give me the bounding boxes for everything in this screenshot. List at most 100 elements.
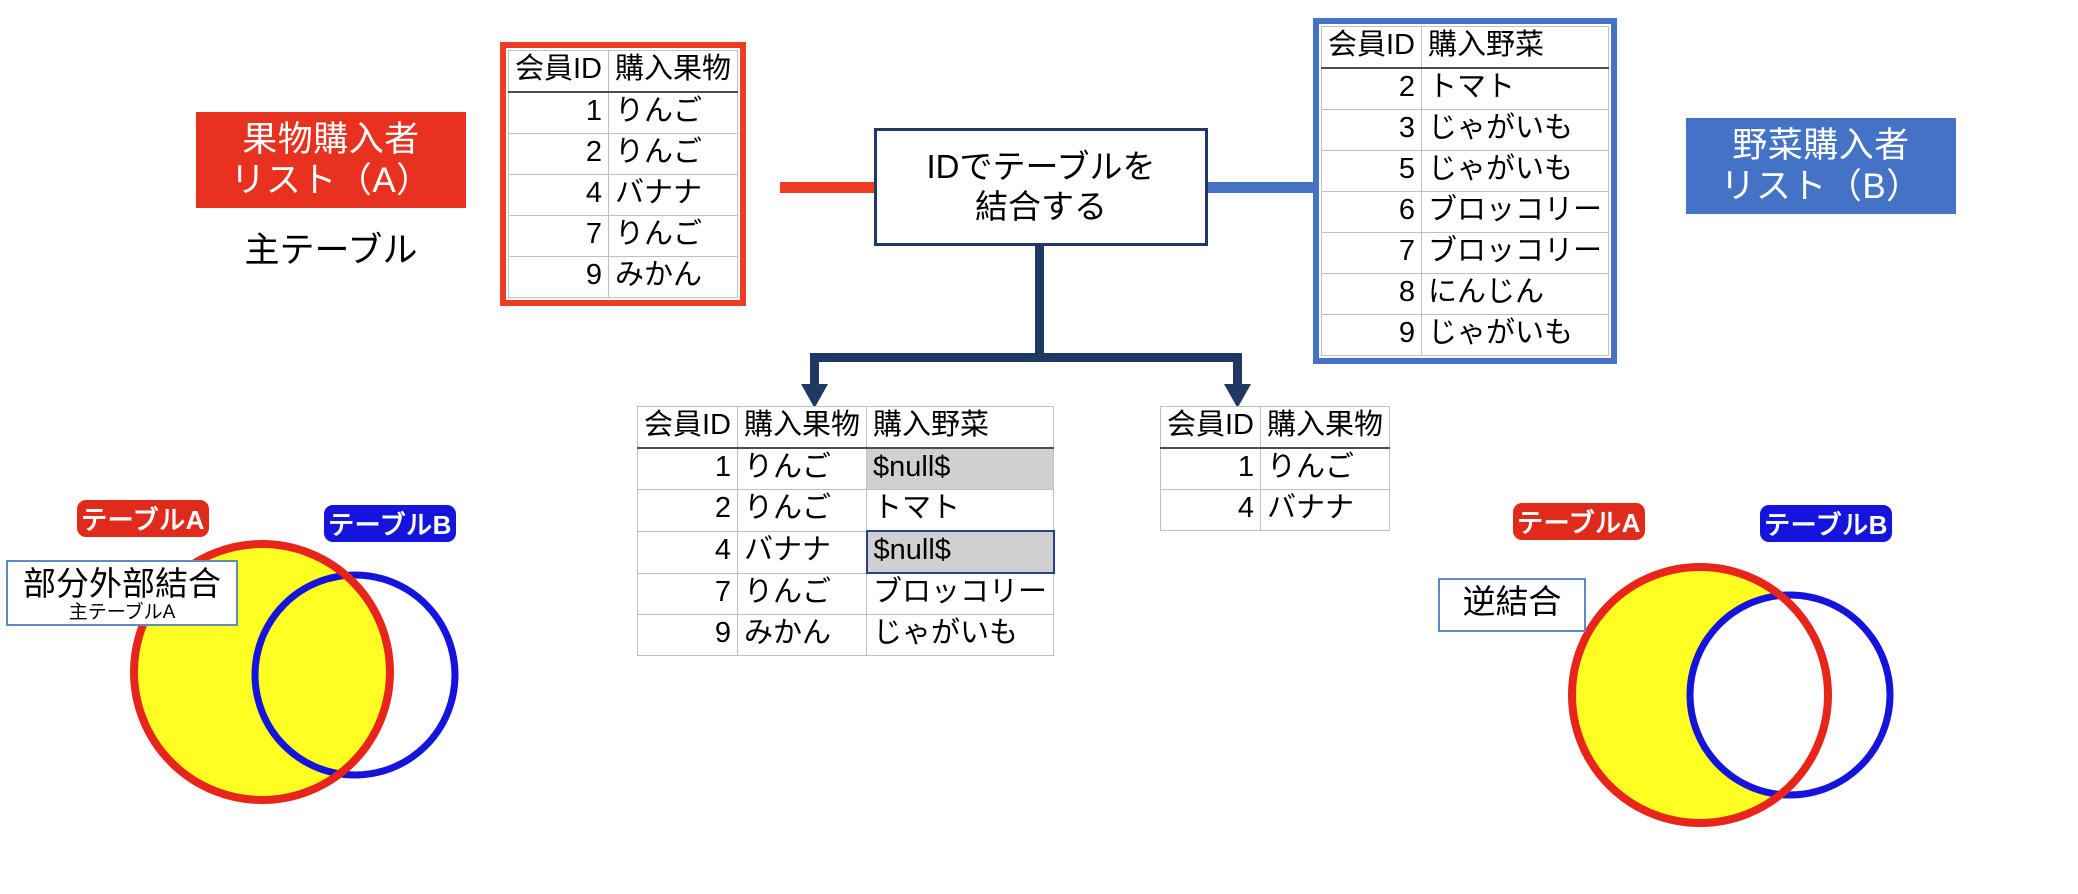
cell-member-id: 9 bbox=[507, 256, 610, 298]
column-header-member-id: 会員ID bbox=[636, 406, 739, 449]
vegetable-badge-line2: リスト（B） bbox=[1720, 167, 1922, 206]
table-row: 5 じゃがいも bbox=[1320, 150, 1610, 192]
table-row: 9 みかん じゃがいも bbox=[636, 614, 1055, 656]
column-header-fruit: 購入果物 bbox=[1260, 406, 1391, 449]
cell-vegetable: じゃがいも bbox=[1421, 150, 1610, 192]
cell-fruit: りんご bbox=[737, 572, 868, 615]
join-process-line2: 結合する bbox=[975, 188, 1107, 225]
cell-vegetable: じゃがいも bbox=[1421, 314, 1610, 356]
result-table-anti-join-wrap: 会員ID 購入果物 1 りんご 4 バナナ bbox=[1159, 406, 1391, 531]
connector-red-a-to-join bbox=[780, 182, 890, 193]
cell-vegetable: ブロッコリー bbox=[1421, 191, 1610, 233]
cell-vegetable: じゃがいも bbox=[1421, 109, 1610, 151]
cell-fruit: りんご bbox=[737, 489, 868, 532]
cell-fruit: バナナ bbox=[608, 174, 739, 216]
cell-fruit: バナナ bbox=[737, 530, 868, 574]
column-header-vegetable: 購入野菜 bbox=[1421, 26, 1610, 69]
venn-right-title-box: 逆結合 bbox=[1438, 578, 1586, 632]
fruit-sub-label: 主テーブル bbox=[244, 231, 418, 270]
venn-left-subtitle: 主テーブルA bbox=[68, 601, 176, 623]
venn-right-badge-table-b: テーブルB bbox=[1760, 505, 1892, 542]
table-row: 3 じゃがいも bbox=[1320, 109, 1610, 151]
cell-fruit: バナナ bbox=[1260, 489, 1391, 531]
table-row: 9 みかん bbox=[507, 256, 739, 298]
cell-member-id: 3 bbox=[1320, 109, 1423, 151]
table-row: 7 ブロッコリー bbox=[1320, 232, 1610, 274]
table-row: 1 りんご bbox=[1159, 447, 1391, 490]
table-row: 2 りんご トマト bbox=[636, 489, 1055, 532]
cell-fruit: みかん bbox=[737, 614, 868, 656]
cell-vegetable: じゃがいも bbox=[866, 614, 1055, 656]
column-header-vegetable: 購入野菜 bbox=[866, 406, 1055, 449]
source-table-vegetable-frame: 会員ID 購入野菜 2 トマト 3 じゃがいも 5 じゃがいも 6 bbox=[1313, 18, 1618, 364]
table-row: 7 りんご ブロッコリー bbox=[636, 572, 1055, 615]
column-header-member-id: 会員ID bbox=[1320, 26, 1423, 69]
fruit-badge-line2: リスト（A） bbox=[230, 161, 432, 200]
arrowhead-left-icon bbox=[801, 384, 828, 408]
connector-navy-left-branch bbox=[810, 353, 819, 386]
cell-vegetable: トマト bbox=[866, 489, 1055, 532]
cell-fruit: りんご bbox=[608, 133, 739, 175]
venn-left-badge-b-label: テーブルB bbox=[328, 510, 452, 540]
column-header-fruit: 購入果物 bbox=[737, 406, 868, 449]
cell-member-id: 8 bbox=[1320, 273, 1423, 315]
connector-navy-crossbar bbox=[810, 353, 1242, 362]
venn-right-badge-b-label: テーブルB bbox=[1764, 510, 1888, 540]
venn-right-title: 逆結合 bbox=[1462, 583, 1562, 620]
table-row: 2 トマト bbox=[1320, 67, 1610, 110]
cell-member-id: 9 bbox=[636, 614, 739, 656]
table-header-row: 会員ID 購入果物 bbox=[507, 50, 739, 93]
cell-member-id: 7 bbox=[636, 572, 739, 615]
cell-vegetable-null: $null$ bbox=[866, 447, 1055, 490]
column-header-member-id: 会員ID bbox=[507, 50, 610, 93]
column-header-member-id: 会員ID bbox=[1159, 406, 1262, 449]
table-row: 2 りんご bbox=[507, 133, 739, 175]
cell-vegetable-null-selected[interactable]: $null$ bbox=[865, 530, 1055, 574]
venn-left-title: 部分外部結合 bbox=[23, 565, 221, 602]
cell-vegetable: ブロッコリー bbox=[1421, 232, 1610, 274]
cell-member-id: 4 bbox=[636, 530, 739, 574]
column-header-fruit: 購入果物 bbox=[608, 50, 739, 93]
table-row: 4 バナナ $null$ bbox=[636, 530, 1055, 574]
table-row: 6 ブロッコリー bbox=[1320, 191, 1610, 233]
connector-blue-join-to-b bbox=[1207, 182, 1317, 193]
vegetable-badge-line1: 野菜購入者 bbox=[1732, 125, 1910, 165]
table-row: 4 バナナ bbox=[507, 174, 739, 216]
cell-member-id: 7 bbox=[1320, 232, 1423, 274]
vegetable-list-badge: 野菜購入者 リスト（B） bbox=[1686, 118, 1956, 214]
cell-fruit: みかん bbox=[608, 256, 739, 298]
result-table-outer-join: 会員ID 購入果物 購入野菜 1 りんご $null$ 2 りんご トマト 4 bbox=[636, 406, 1055, 656]
venn-left-badge-a-label: テーブルA bbox=[81, 505, 205, 535]
table-row: 8 にんじん bbox=[1320, 273, 1610, 315]
table-header-row: 会員ID 購入野菜 bbox=[1320, 26, 1610, 69]
result-table-anti-join: 会員ID 購入果物 1 りんご 4 バナナ bbox=[1159, 406, 1391, 531]
table-row: 1 りんご bbox=[507, 91, 739, 134]
cell-member-id: 9 bbox=[1320, 314, 1423, 356]
cell-fruit: りんご bbox=[737, 447, 868, 490]
join-process-box: IDでテーブルを 結合する bbox=[874, 128, 1208, 246]
source-table-fruit: 会員ID 購入果物 1 りんご 2 りんご 4 バナナ 7 bbox=[507, 50, 739, 298]
fruit-list-badge: 果物購入者 リスト（A） bbox=[196, 112, 466, 208]
table-row: 4 バナナ bbox=[1159, 489, 1391, 531]
cell-member-id: 1 bbox=[636, 447, 739, 490]
cell-vegetable: トマト bbox=[1421, 67, 1610, 110]
connector-navy-right-branch bbox=[1233, 353, 1242, 386]
table-row: 1 りんご $null$ bbox=[636, 447, 1055, 490]
table-header-row: 会員ID 購入果物 bbox=[1159, 406, 1391, 449]
result-table-outer-join-wrap: 会員ID 購入果物 購入野菜 1 りんご $null$ 2 りんご トマト 4 bbox=[636, 406, 1055, 656]
source-table-vegetable: 会員ID 購入野菜 2 トマト 3 じゃがいも 5 じゃがいも 6 bbox=[1320, 26, 1610, 356]
cell-member-id: 5 bbox=[1320, 150, 1423, 192]
cell-member-id: 7 bbox=[507, 215, 610, 257]
cell-fruit: りんご bbox=[608, 215, 739, 257]
venn-left-badge-table-b: テーブルB bbox=[324, 505, 456, 542]
cell-member-id: 6 bbox=[1320, 191, 1423, 233]
cell-member-id: 1 bbox=[1159, 447, 1262, 490]
cell-vegetable: ブロッコリー bbox=[866, 572, 1055, 615]
cell-member-id: 4 bbox=[1159, 489, 1262, 531]
join-process-line1: IDでテーブルを bbox=[926, 147, 1156, 185]
fruit-badge-line1: 果物購入者 bbox=[242, 119, 420, 159]
cell-member-id: 2 bbox=[1320, 67, 1423, 110]
cell-member-id: 2 bbox=[636, 489, 739, 532]
venn-diagram-anti-join bbox=[1440, 520, 2060, 894]
